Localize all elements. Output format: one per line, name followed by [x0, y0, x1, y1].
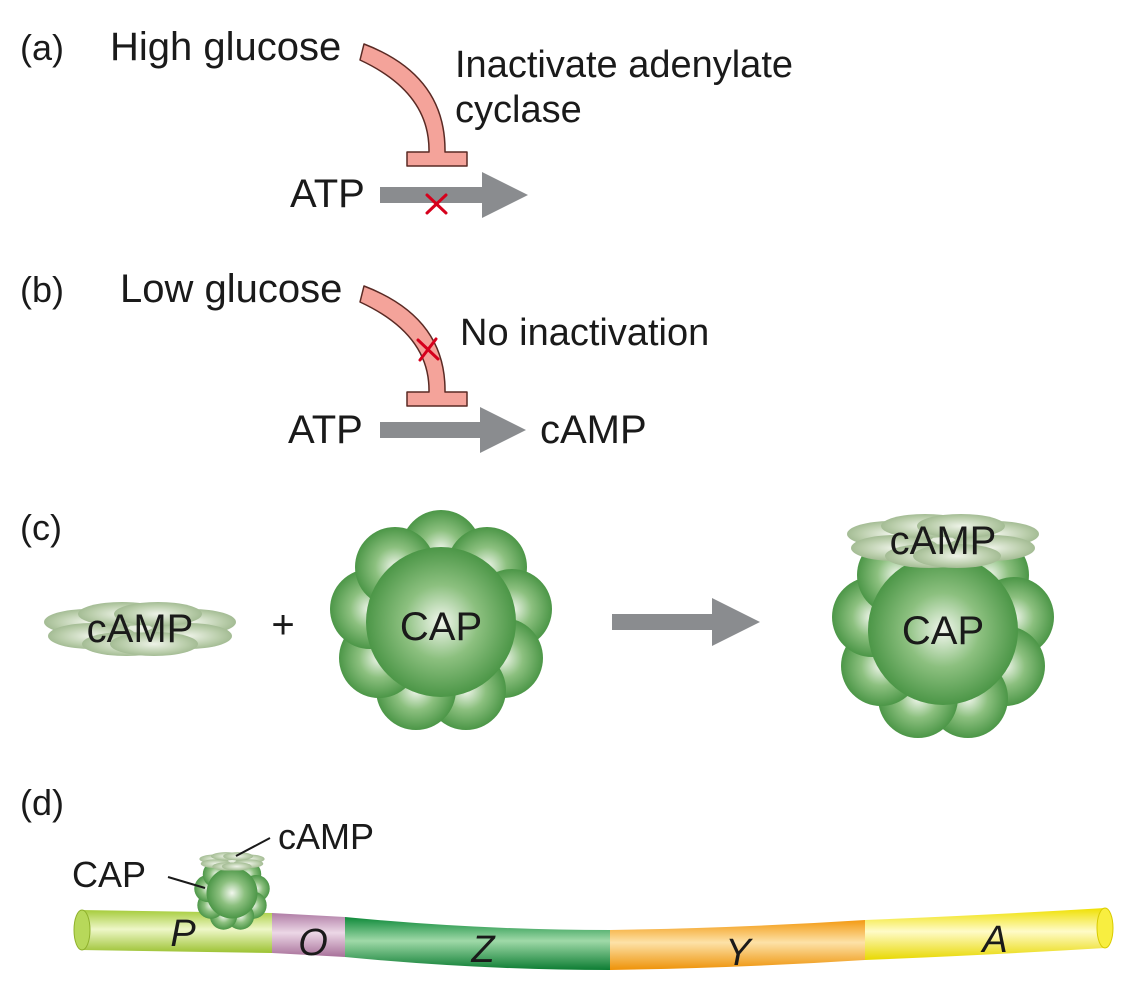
panel-c-tag: (c)	[20, 507, 62, 548]
panel-d: (d) P O Z Y A cAMP	[20, 782, 1114, 974]
panel-b-tag: (b)	[20, 269, 64, 310]
binding-arrow	[612, 598, 760, 646]
reaction-arrow-b	[380, 407, 526, 453]
gene-segment-Y	[610, 920, 865, 970]
camp-label-d: cAMP	[278, 816, 374, 857]
gene-label-Y: Y	[725, 932, 753, 974]
camp-label-c: cAMP	[87, 607, 194, 651]
cap-label-c: CAP	[400, 605, 482, 649]
inactivate-label-line1: Inactivate adenylate	[455, 44, 793, 86]
gene-segment-Z	[345, 917, 610, 970]
inhibition-arrow-b	[359, 285, 468, 407]
gene-label-Z: Z	[470, 929, 496, 971]
no-inactivation-label: No inactivation	[460, 312, 709, 354]
cap-label-complex: CAP	[902, 609, 984, 653]
gene-segment-A	[865, 908, 1105, 960]
inhibition-arrow-a	[359, 43, 468, 167]
inactivate-label-line2: cyclase	[455, 89, 582, 131]
high-glucose-label: High glucose	[110, 25, 341, 69]
panel-d-tag: (d)	[20, 782, 64, 823]
atp-label-a: ATP	[290, 172, 365, 216]
cancel-x-mark	[416, 337, 440, 362]
gene-label-A: A	[980, 919, 1007, 961]
gene-label-O: O	[298, 922, 328, 964]
blocked-reaction-arrow	[380, 172, 528, 218]
cap-label-d: CAP	[72, 854, 146, 895]
plus-sign: +	[271, 603, 294, 647]
panel-b: (b) Low glucose No inactivation ATP cAMP	[20, 267, 709, 453]
camp-label-complex: cAMP	[890, 519, 997, 563]
block-x-mark	[425, 193, 448, 215]
lac-operon-dna	[73, 907, 1114, 970]
gene-segment-O	[272, 913, 345, 957]
low-glucose-label: Low glucose	[120, 267, 342, 311]
panel-c: (c) cAMP + CAP cAMP CAP	[20, 507, 1054, 738]
gene-label-P: P	[170, 913, 196, 955]
panel-a-tag: (a)	[20, 27, 64, 68]
leader-lines	[167, 837, 271, 889]
panel-a: (a) High glucose Inactivate adenylate cy…	[20, 25, 793, 218]
camp-product-label: cAMP	[540, 408, 647, 452]
atp-label-b: ATP	[288, 408, 363, 452]
